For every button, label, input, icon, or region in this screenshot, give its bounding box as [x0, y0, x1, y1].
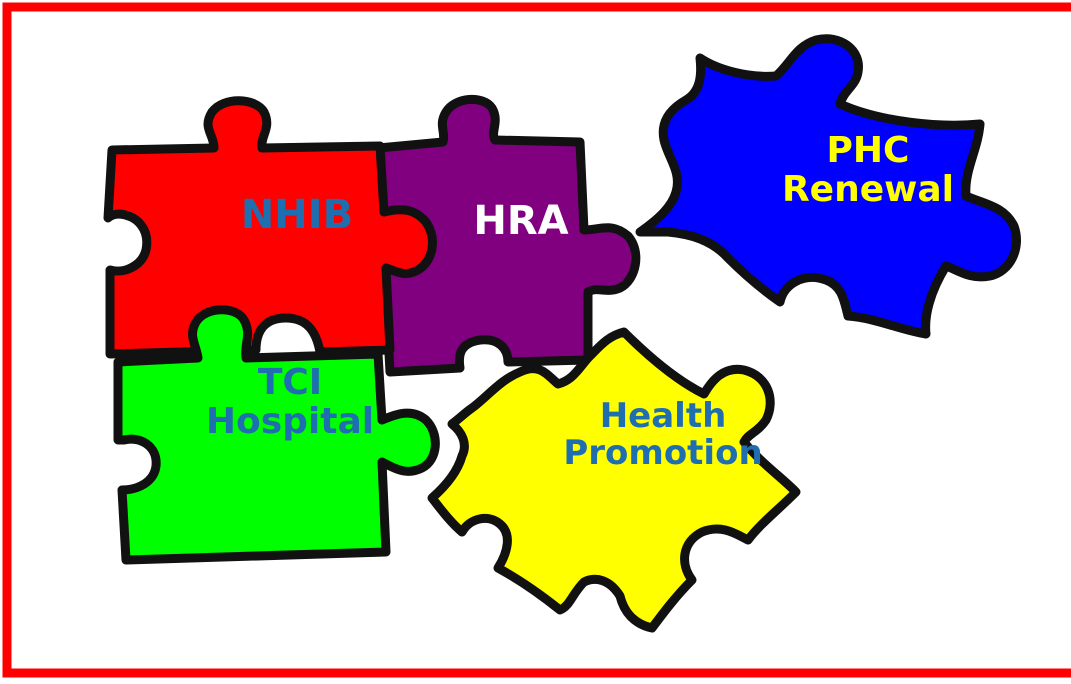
health-piece-icon [427, 327, 801, 633]
phc-piece-icon [635, 34, 1021, 339]
tci-piece-icon [113, 305, 440, 565]
hra-piece-icon [373, 95, 641, 377]
nhib-piece-icon [103, 96, 437, 359]
